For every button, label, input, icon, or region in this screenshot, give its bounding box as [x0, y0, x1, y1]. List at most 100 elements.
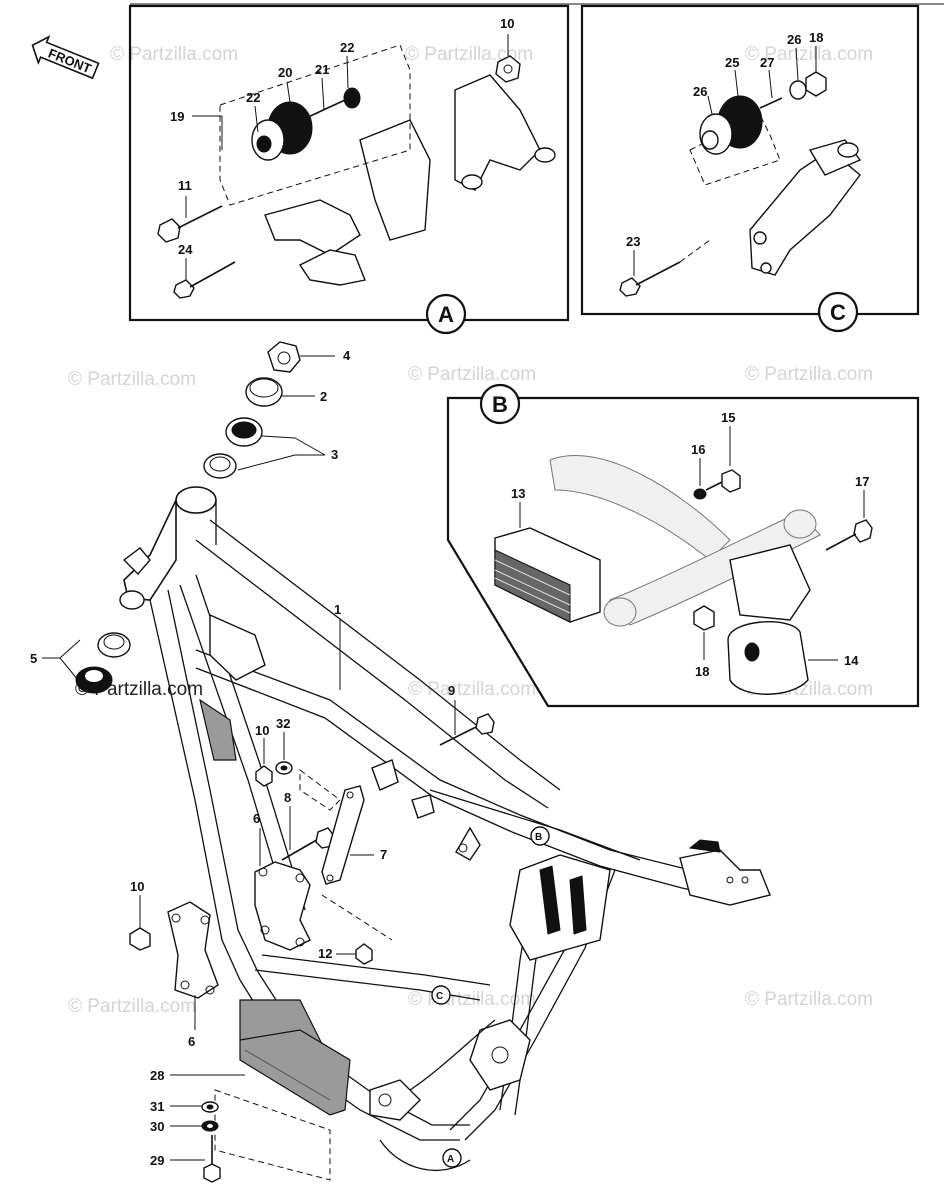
washer-30: 30 — [150, 1119, 219, 1134]
watermark: © Partzilla.com — [745, 44, 873, 65]
part-number-18: 18 — [695, 664, 709, 679]
part-number-9: 9 — [448, 683, 455, 698]
bolt-24 — [173, 261, 236, 299]
watermark: © Partzilla.com — [745, 364, 873, 385]
washer-22 — [343, 87, 361, 109]
washer-16 — [693, 488, 707, 500]
part-number-16: 16 — [691, 442, 705, 457]
part-number-26: 26 — [693, 84, 707, 99]
part-number-2: 2 — [320, 389, 327, 404]
callout-a-small-label: A — [447, 1154, 454, 1165]
watermark: © Partzilla.com — [408, 364, 536, 385]
lower-bearing-5: 5 — [30, 632, 131, 694]
mount-hole — [753, 231, 767, 245]
engine-plate-6b: 6 — [167, 901, 219, 1049]
tube-end — [534, 147, 556, 163]
part-number-6: 6 — [188, 1034, 195, 1049]
bushing-hole — [256, 135, 272, 153]
part-number-6: 6 — [253, 811, 260, 826]
inset-a-border — [128, 4, 570, 322]
part-number-15: 15 — [721, 410, 735, 425]
collar-27 — [759, 97, 783, 109]
bolt-15 — [705, 469, 741, 493]
watermark: © Partzilla.com — [745, 989, 873, 1010]
part-number-26: 26 — [787, 32, 801, 47]
callout-a-small — [442, 1148, 462, 1168]
collar-21 — [305, 99, 346, 119]
frame-tube-ghost — [549, 455, 731, 561]
bolt-17 — [825, 519, 873, 551]
steering-stem-parts: 4 2 3 — [203, 341, 351, 479]
part-number-24: 24 — [178, 242, 193, 257]
lower-tube — [298, 249, 366, 286]
inset-b: 15 16 17 13 18 14 B — [446, 383, 920, 708]
callout-b-small-label: B — [535, 832, 542, 843]
bolt-11 — [157, 205, 223, 243]
callout-c — [817, 291, 859, 333]
front-label: FRONT — [46, 46, 93, 77]
tube-end — [461, 174, 483, 190]
nut-12: 12 — [318, 943, 373, 965]
part-number-17: 17 — [855, 474, 869, 489]
part-number-11: 11 — [178, 178, 192, 193]
skid-plate-28: 28 — [150, 1029, 351, 1116]
inset-c: 25 26 27 26 18 23 C — [580, 4, 920, 333]
part-number-25: 25 — [725, 55, 739, 70]
part-number-23: 23 — [626, 234, 640, 249]
part-number-1: 1 — [334, 602, 341, 617]
callout-a — [425, 293, 467, 335]
part-number-13: 13 — [511, 486, 525, 501]
mount-bracket — [359, 119, 431, 241]
inset-c-border — [580, 4, 920, 316]
frame-tube-ghost — [609, 511, 821, 626]
guide-line — [321, 894, 393, 941]
inset-a: 10 19 20 21 22 22 11 24 A — [128, 4, 570, 335]
part-number-4: 4 — [343, 348, 351, 363]
bolt-29: 29 — [150, 1135, 221, 1183]
rear-bracket — [454, 74, 541, 191]
bearing-2 — [245, 377, 283, 407]
washer-26 — [789, 80, 807, 100]
part-number-32: 32 — [276, 716, 290, 731]
part-number-12: 12 — [318, 946, 332, 961]
main-frame-1: 1 — [119, 486, 771, 1172]
assembly-outline — [219, 44, 411, 206]
bolt-23 — [619, 261, 681, 297]
pad-bracket — [729, 544, 811, 621]
part-number-19: 19 — [170, 109, 184, 124]
part-number-3: 3 — [331, 447, 338, 462]
inset-b-border — [446, 396, 920, 708]
bearing-race-3b — [203, 453, 237, 479]
part-number-14: 14 — [844, 653, 859, 668]
mount-hole — [760, 262, 772, 274]
watermark: © Partzilla.com — [68, 996, 196, 1017]
callout-b — [479, 383, 521, 425]
watermark: © Partzilla.com — [408, 989, 536, 1010]
nut-18 — [693, 605, 715, 631]
rear-bracket — [749, 149, 861, 276]
nut-10-left: 10 — [129, 879, 151, 951]
mount-bracket-7: 7 — [321, 785, 387, 885]
part-number-10: 10 — [130, 879, 144, 894]
part-number-21: 21 — [315, 62, 329, 77]
part-number-18: 18 — [809, 30, 823, 45]
nut-10-washer-32: 10 32 — [255, 716, 341, 811]
watermark: © Partzilla.com — [408, 679, 536, 700]
part-number-7: 7 — [380, 847, 387, 862]
part-number-5: 5 — [30, 651, 37, 666]
part-number-31: 31 — [150, 1099, 164, 1114]
tube-end — [783, 509, 817, 539]
tube-end — [603, 597, 637, 627]
nut-18 — [805, 71, 827, 97]
part-number-30: 30 — [150, 1119, 164, 1134]
part-number-29: 29 — [150, 1153, 164, 1168]
part-number-20: 20 — [278, 65, 292, 80]
front-arrow-icon: FRONT — [31, 35, 100, 80]
engine-mount-plate — [264, 199, 361, 256]
pad-13 — [494, 527, 601, 623]
callout-b-label: B — [492, 392, 508, 417]
tube-end — [837, 142, 859, 158]
callout-c-small — [431, 985, 451, 1005]
part-number-10: 10 — [500, 16, 514, 31]
